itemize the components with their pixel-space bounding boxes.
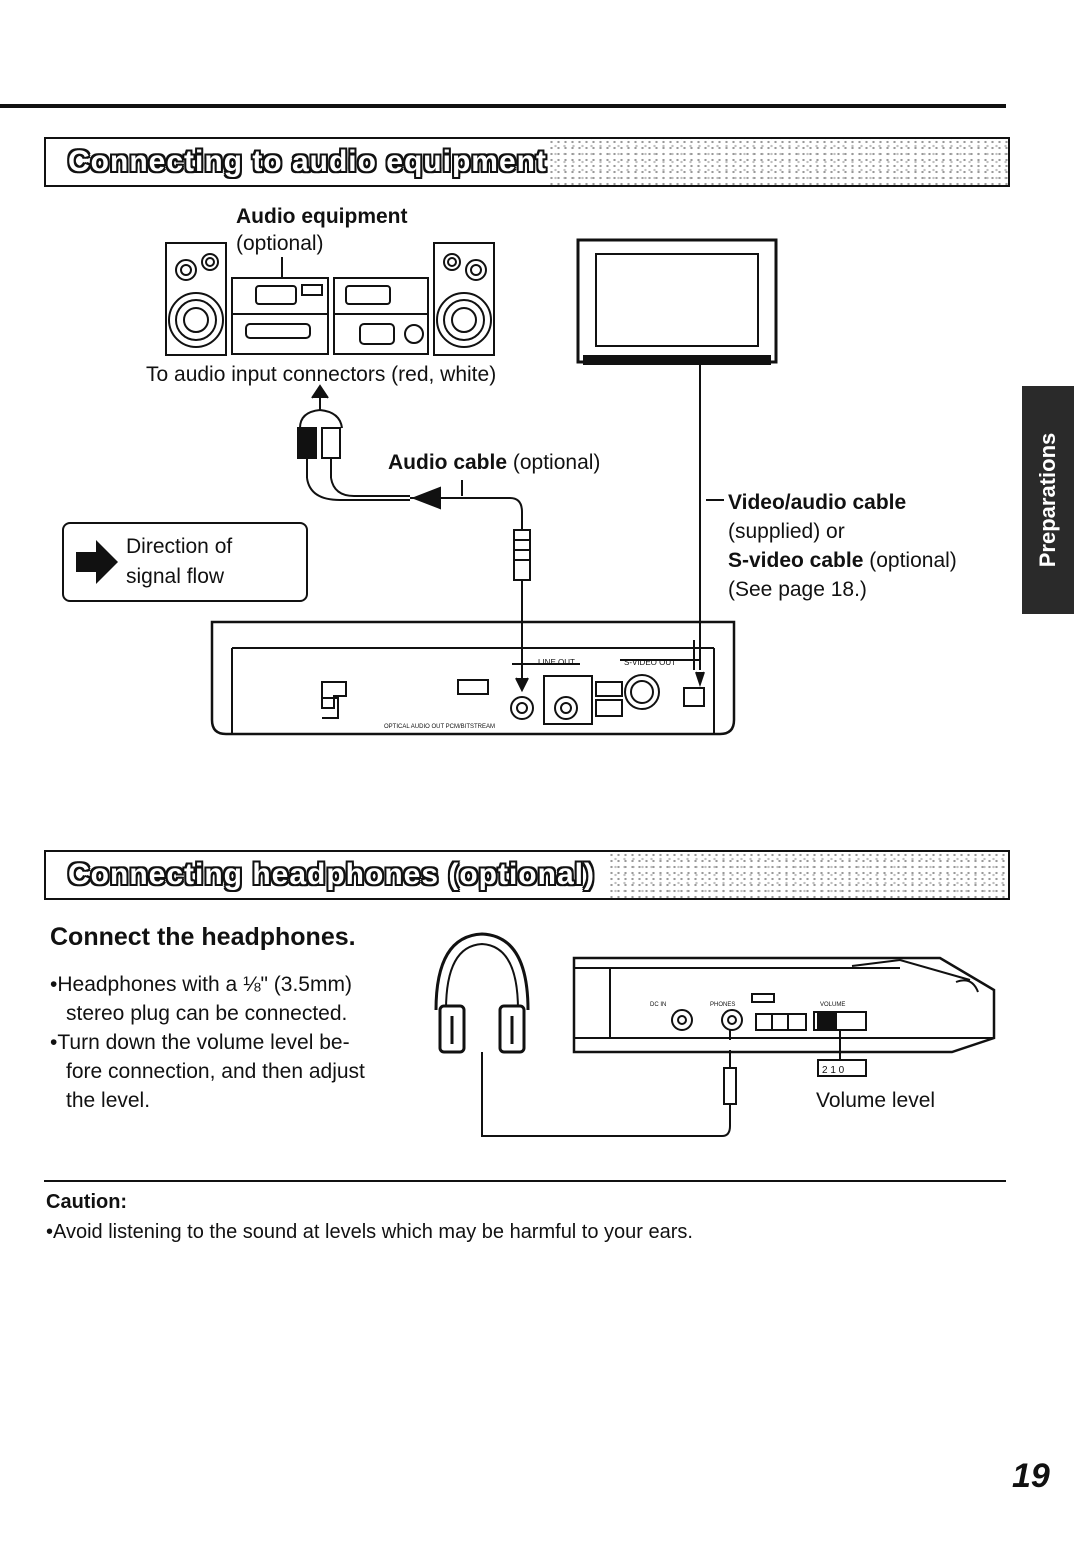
headphones-bullet-2b: fore connection, and then adjust	[66, 1060, 365, 1083]
volume-level-label: Volume level	[816, 1089, 936, 1112]
page-number: 19	[1012, 1457, 1050, 1495]
headphones-bullet-1b: stereo plug can be connected.	[66, 1002, 348, 1025]
see-page-label: (See page 18.)	[728, 578, 867, 601]
section-header-headphones: Connecting headphones (optional)	[44, 850, 1010, 900]
audio-equipment-label: Audio equipment	[236, 205, 408, 228]
dvd-player-rear-panel	[210, 620, 736, 736]
svideo-cable-optional: (optional)	[869, 549, 957, 572]
input-connectors-label: To audio input connectors (red, white)	[146, 363, 497, 386]
section-title-headphones: Connecting headphones (optional)	[68, 858, 595, 891]
headphones-bullet-1: •Headphones with a ⅛" (3.5mm)	[50, 973, 352, 996]
audio-equipment-optional: (optional)	[236, 232, 324, 255]
header-texture	[548, 139, 1008, 185]
supplied-or-label: (supplied) or	[728, 520, 845, 543]
right-speaker-icon	[433, 242, 495, 356]
signal-flow-legend: Direction of signal flow	[62, 522, 308, 602]
headphones-icon	[434, 932, 530, 1054]
dvd-player-side-view	[572, 956, 996, 1054]
svg-text:LINE OUT: LINE OUT	[538, 658, 575, 667]
left-speaker-icon	[165, 242, 227, 356]
direction-line2: signal flow	[126, 565, 225, 588]
section-title-audio: Connecting to audio equipment	[68, 145, 547, 178]
audio-cable-optional: (optional)	[512, 451, 601, 474]
direction-line1: Direction of	[126, 535, 233, 558]
stereo-system-icon	[231, 257, 429, 355]
svg-text:2 1 0: 2 1 0	[822, 1065, 845, 1076]
header-texture	[608, 852, 1008, 898]
svg-text:S-VIDEO OUT: S-VIDEO OUT	[624, 658, 676, 667]
headphones-bullet-2c: the level.	[66, 1089, 151, 1112]
caution-rule	[44, 1180, 1006, 1182]
headphones-bullet-2: •Turn down the volume level be-	[50, 1031, 350, 1054]
top-rule	[0, 104, 1006, 108]
side-tab-preparations: Preparations	[1022, 386, 1074, 614]
svg-text:VOLUME: VOLUME	[820, 1002, 845, 1008]
svideo-cable-label: S-video cable (optional)	[728, 546, 957, 575]
caution-text: •Avoid listening to the sound at levels …	[46, 1221, 693, 1243]
audio-cable-label: Audio cable (optional)	[388, 448, 600, 477]
section-header-audio: Connecting to audio equipment	[44, 137, 1010, 187]
television-icon	[576, 238, 778, 365]
svg-text:PHONES: PHONES	[710, 1002, 735, 1008]
arrow-right-icon	[76, 540, 118, 584]
audio-cable-bold: Audio cable	[388, 451, 508, 474]
caution-title: Caution:	[46, 1191, 128, 1213]
svideo-cable-bold: S-video cable	[728, 549, 864, 572]
connect-headphones-heading: Connect the headphones.	[50, 923, 356, 951]
svg-text:DC IN: DC IN	[650, 1002, 666, 1008]
svg-text:OPTICAL AUDIO OUT PCM/BITSTREA: OPTICAL AUDIO OUT PCM/BITSTREAM	[384, 724, 495, 730]
video-audio-cable-label: Video/audio cable	[728, 491, 907, 514]
